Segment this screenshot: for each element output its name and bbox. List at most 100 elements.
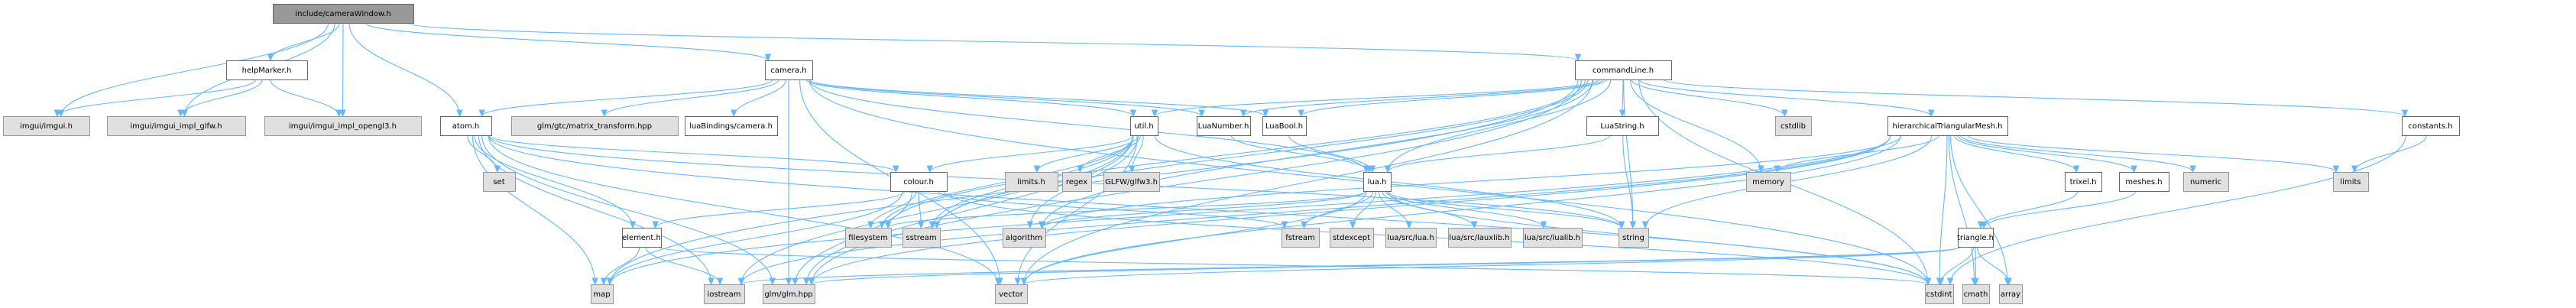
arrowhead-util-to-filesystem xyxy=(878,221,886,229)
node-box-triangle[interactable] xyxy=(1958,228,1994,248)
node-box-commandLine[interactable] xyxy=(1575,60,1672,80)
node-label-map: map xyxy=(593,290,610,299)
edge-colour-to-fstream xyxy=(937,190,1285,229)
arrowhead-atom-to-colour xyxy=(893,165,899,173)
node-box-limits xyxy=(2333,172,2369,192)
arrowhead-htm-to-limits xyxy=(2332,165,2340,173)
node-camera[interactable]: camera.h xyxy=(765,60,813,80)
node-box-trixel[interactable] xyxy=(2065,172,2102,192)
node-lua[interactable]: lua.h xyxy=(1363,172,1392,192)
node-trixel[interactable]: trixel.h xyxy=(2065,172,2102,192)
node-box-atom[interactable] xyxy=(440,116,492,136)
arrowhead-atom-to-map xyxy=(591,277,598,286)
node-imgui_glfw: imgui/imgui_impl_glfw.h xyxy=(107,116,246,136)
node-label-limits_h: limits.h xyxy=(1017,178,1045,186)
node-box-lua[interactable] xyxy=(1363,172,1392,192)
arrowhead-commandLine-to-LuaNumber xyxy=(1239,109,1247,118)
arrowhead-commandLine-to-util xyxy=(1151,109,1158,118)
edge-util-to-iostream xyxy=(740,135,1134,285)
node-label-trixel: trixel.h xyxy=(2070,178,2097,186)
edge-cameraWindow-to-atom xyxy=(348,22,461,117)
node-triangle[interactable]: triangle.h xyxy=(1957,228,1994,248)
node-lua_src_lua: lua/src/lua.h xyxy=(1385,228,1437,248)
node-box-luaBindingsCamera[interactable] xyxy=(685,116,778,136)
arrowhead-commandLine-to-LuaBool xyxy=(1298,109,1304,118)
node-box-map xyxy=(591,284,614,304)
edge-atom-to-map xyxy=(471,135,596,285)
node-util[interactable]: util.h xyxy=(1130,116,1158,136)
edge-constants-to-limits xyxy=(2354,135,2427,173)
node-string: string xyxy=(1619,228,1649,248)
arrowhead-element-to-map xyxy=(600,277,608,286)
arrowhead-triangle-to-array xyxy=(2005,277,2012,286)
node-LuaNumber[interactable]: LuaNumber.h xyxy=(1197,116,1251,136)
edge-commandLine-to-filesystem xyxy=(887,79,1586,229)
arrowhead-camera-to-LuaNumber xyxy=(1198,109,1205,118)
node-atom[interactable]: atom.h xyxy=(440,116,492,136)
node-map: map xyxy=(591,284,614,304)
node-cstdint: cstdint xyxy=(1925,284,1954,304)
node-label-array: array xyxy=(2001,290,2020,299)
edge-commandLine-to-vector xyxy=(1023,79,1593,285)
node-box-cameraWindow[interactable] xyxy=(273,4,414,24)
node-box-LuaNumber[interactable] xyxy=(1197,116,1251,136)
node-box-lua_src_lualib xyxy=(1523,228,1583,248)
edge-atom-to-vector xyxy=(488,135,999,285)
node-cstdlib: cstdlib xyxy=(1775,116,1812,136)
node-box-element[interactable] xyxy=(622,228,662,248)
node-sstream: sstream xyxy=(902,228,941,248)
node-box-lua_src_lua xyxy=(1385,228,1437,248)
node-LuaBool[interactable]: LuaBool.h xyxy=(1262,116,1307,136)
node-label-filesystem: filesystem xyxy=(848,234,887,242)
node-constants[interactable]: constants.h xyxy=(2402,116,2460,136)
node-colour[interactable]: colour.h xyxy=(890,172,948,192)
node-box-constants[interactable] xyxy=(2402,116,2460,136)
node-box-LuaString[interactable] xyxy=(1586,116,1659,136)
node-box-util[interactable] xyxy=(1130,116,1158,136)
arrowhead-cameraWindow-to-camera xyxy=(764,53,772,62)
node-set: set xyxy=(483,172,516,192)
node-label-matrix_transform: glm/gtc/matrix_transform.hpp xyxy=(537,122,652,131)
edge-element-to-iostream xyxy=(645,246,721,285)
node-box-camera[interactable] xyxy=(765,60,813,80)
node-lua_src_lauxlib: lua/src/lauxlib.h xyxy=(1448,228,1512,248)
node-meshes[interactable]: meshes.h xyxy=(2119,172,2169,192)
node-label-constants: constants.h xyxy=(2408,122,2452,131)
arrowhead-htm-to-string xyxy=(1641,221,1649,229)
node-box-numeric xyxy=(2183,172,2229,192)
arrowhead-meshes-to-triangle xyxy=(1980,221,1988,229)
node-commandLine[interactable]: commandLine.h xyxy=(1575,60,1672,80)
node-label-cstdint: cstdint xyxy=(1926,290,1952,299)
arrowhead-atom-to-iostream xyxy=(708,277,714,286)
node-box-colour[interactable] xyxy=(890,172,948,192)
node-box-helpMarker[interactable] xyxy=(226,60,308,80)
node-cameraWindow[interactable]: include/cameraWindow.h xyxy=(273,4,414,24)
arrowhead-lua-to-lua_src_lua xyxy=(1405,221,1413,229)
node-iostream: iostream xyxy=(704,284,745,304)
edge-htm-to-vector xyxy=(1023,135,1901,285)
node-LuaString[interactable]: LuaString.h xyxy=(1586,116,1659,136)
node-box-LuaBool[interactable] xyxy=(1262,116,1307,136)
arrowhead-lua-to-cstdint xyxy=(1924,277,1932,286)
node-element[interactable]: element.h xyxy=(622,228,662,248)
arrowhead-lua-to-stdexcept xyxy=(1349,221,1356,229)
node-box-sstream xyxy=(902,228,941,248)
edge-commandLine-to-util xyxy=(1154,79,1600,117)
node-box-cstdint xyxy=(1925,284,1954,304)
node-luaBindingsCamera[interactable]: luaBindings/camera.h xyxy=(685,116,778,136)
arrowhead-constants-to-cstdint xyxy=(1946,277,1954,286)
edge-commandLine-to-map xyxy=(609,79,1579,285)
node-helpMarker[interactable]: helpMarker.h xyxy=(226,60,308,80)
arrowhead-atom-to-vector xyxy=(994,277,1002,286)
node-box-limits_h xyxy=(1005,172,1058,192)
node-box-meshes[interactable] xyxy=(2119,172,2169,192)
node-htm[interactable]: hierarchicalTriangularMesh.h xyxy=(1887,116,2008,136)
node-box-htm[interactable] xyxy=(1887,116,2008,136)
node-label-LuaBool: LuaBool.h xyxy=(1265,122,1303,131)
node-label-lua_src_lauxlib: lua/src/lauxlib.h xyxy=(1449,234,1509,242)
arrowhead-helpMarker-to-imgui_glfw xyxy=(177,109,184,118)
arrowhead-camera-to-glm xyxy=(785,277,792,286)
arrowhead-commandLine-to-htm xyxy=(1928,109,1935,118)
node-label-glfw3: GLFW/glfw3.h xyxy=(1105,178,1158,186)
arrowhead-cameraWindow-to-commandLine xyxy=(1574,53,1582,62)
